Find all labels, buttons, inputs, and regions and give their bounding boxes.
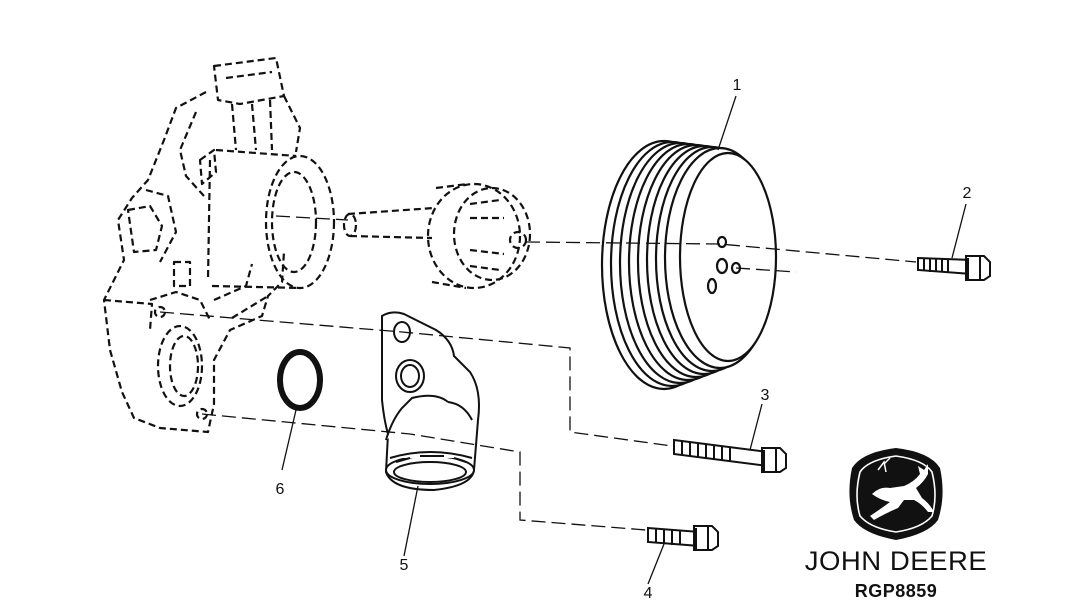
cap-screw-short xyxy=(647,525,719,551)
water-pump-housing xyxy=(102,56,336,434)
cap-screw-long xyxy=(673,438,787,473)
leaping-deer-logo-icon xyxy=(849,448,943,540)
water-outlet-elbow xyxy=(381,311,480,492)
callout-5: 5 xyxy=(400,557,409,574)
impeller-shaft xyxy=(342,182,532,290)
o-ring-seal xyxy=(277,349,323,411)
callout-leader-lines xyxy=(281,95,967,585)
brand-name: JOHN DEERE xyxy=(804,546,988,576)
callout-4: 4 xyxy=(644,585,653,602)
callout-1: 1 xyxy=(733,77,742,94)
fan-drive-pulley xyxy=(600,139,778,391)
callout-2: 2 xyxy=(963,185,972,202)
assembly-center-lines xyxy=(159,215,917,531)
callout-6: 6 xyxy=(276,481,285,498)
callout-3: 3 xyxy=(761,387,770,404)
figure-reference-id: RGP8859 xyxy=(854,581,938,601)
cap-screw-pulley xyxy=(917,255,991,281)
